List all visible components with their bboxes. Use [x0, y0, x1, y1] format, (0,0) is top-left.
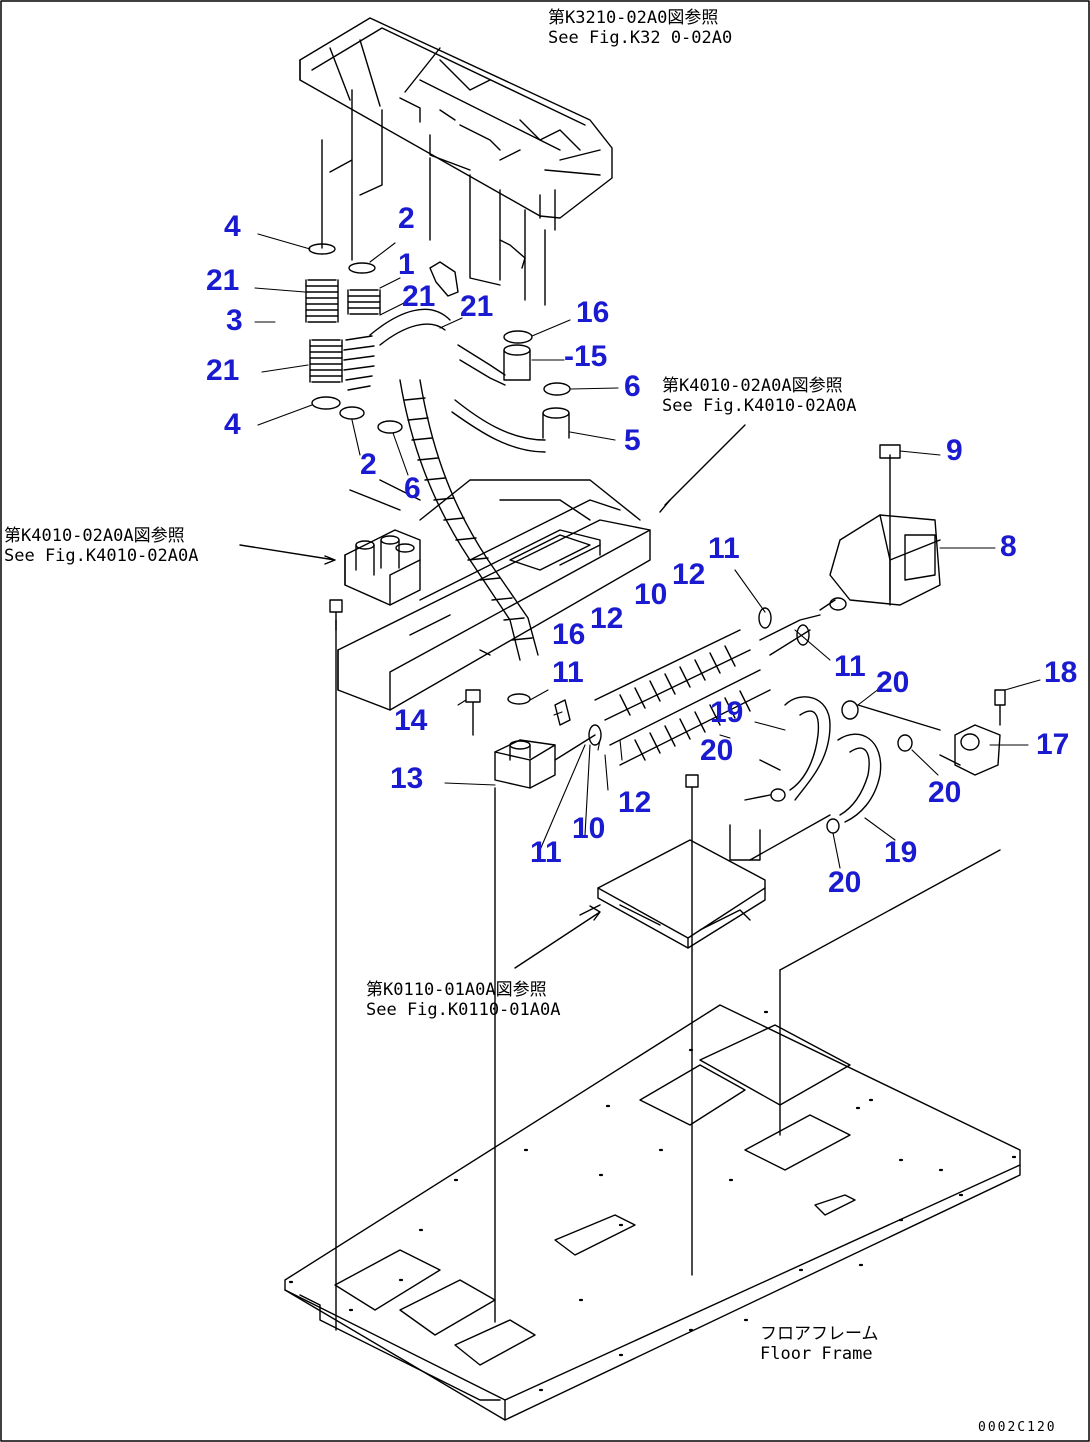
reference-floor-frame: フロアフレーム Floor Frame	[760, 1324, 879, 1364]
part-number-callout: 4	[224, 408, 241, 441]
part-number-callout: 4	[224, 210, 241, 243]
top-duct-assembly	[299, 17, 613, 306]
part-number-callout: 8	[1000, 530, 1017, 563]
part-number-callout: 16	[576, 296, 610, 329]
bellows-cluster	[305, 243, 571, 705]
part-number-callout: 11	[530, 836, 562, 869]
reference-left-jp: 第K4010-02A0A図参照	[4, 526, 185, 546]
part-number-callout: 21	[402, 280, 436, 313]
reference-middle-right-en: See Fig.K4010-02A0A	[662, 396, 857, 416]
part-number-callout: 21	[460, 290, 494, 323]
part-number-callout: 11	[552, 656, 584, 689]
part-number-callout: 11	[708, 532, 740, 565]
drawing-code: 0002C120	[978, 1420, 1057, 1435]
reference-left: 第K4010-02A0A図参照 See Fig.K4010-02A0A	[4, 526, 198, 566]
part-number-callout: 5	[624, 424, 641, 457]
floor-frame	[284, 1004, 1021, 1421]
reference-floor-en: Floor Frame	[760, 1344, 873, 1364]
reference-floor-jp: フロアフレーム	[760, 1324, 879, 1344]
part-number-callout: 12	[618, 786, 652, 819]
part-number-callout: 21	[206, 264, 240, 297]
part-number-callout: 12	[590, 602, 624, 635]
reference-middle-right-jp: 第K4010-02A0A図参照	[662, 376, 843, 396]
part-number-callout: 2	[398, 202, 415, 235]
reference-middle-right: 第K4010-02A0A図参照 See Fig.K4010-02A0A	[662, 376, 856, 416]
part-number-callout: 17	[1036, 728, 1070, 761]
reference-bottom: 第K0110-01A0A図参照 See Fig.K0110-01A0A	[366, 980, 560, 1020]
part-number-callout: 20	[928, 776, 962, 809]
part-number-callout: 11	[834, 650, 866, 683]
part-number-callout: 14	[394, 704, 428, 737]
part-number-callout: 6	[404, 472, 421, 505]
lower-bracket	[514, 774, 1001, 1276]
reference-bottom-en: See Fig.K0110-01A0A	[366, 1000, 561, 1020]
part-number-callout: 3	[226, 304, 243, 337]
reference-top-en: See Fig.K32 0-02A0	[548, 28, 733, 48]
middle-duct-assembly	[239, 424, 746, 1331]
part-number-callout: 21	[206, 354, 240, 387]
right-duct-assembly	[465, 444, 941, 1323]
reference-top: 第K3210-02A0図参照 See Fig.K32 0-02A0	[548, 8, 732, 48]
reference-bottom-jp: 第K0110-01A0A図参照	[366, 980, 547, 1000]
part-number-callout: 13	[390, 762, 424, 795]
part-number-callout: 20	[828, 866, 862, 899]
leader-lines	[254, 233, 1041, 869]
reference-left-en: See Fig.K4010-02A0A	[4, 546, 199, 566]
part-number-callout: 16	[552, 618, 586, 651]
part-number-callout: 10	[572, 812, 606, 845]
part-number-callout: 6	[624, 370, 641, 403]
part-number-callout: 2	[360, 448, 377, 481]
part-number-callout: 19	[884, 836, 918, 869]
part-number-callout: -15	[564, 340, 608, 373]
part-number-callout: 20	[876, 666, 910, 699]
part-number-callout: 20	[700, 734, 734, 767]
lower-hose-assembly	[744, 689, 1006, 834]
part-number-callout: 19	[710, 696, 744, 729]
part-number-callout: 1	[398, 248, 415, 281]
part-number-callout: 10	[634, 578, 668, 611]
reference-top-jp: 第K3210-02A0図参照	[548, 8, 719, 28]
part-number-callout: 12	[672, 558, 706, 591]
part-number-callout: 18	[1044, 656, 1078, 689]
part-number-callout: 9	[946, 434, 963, 467]
